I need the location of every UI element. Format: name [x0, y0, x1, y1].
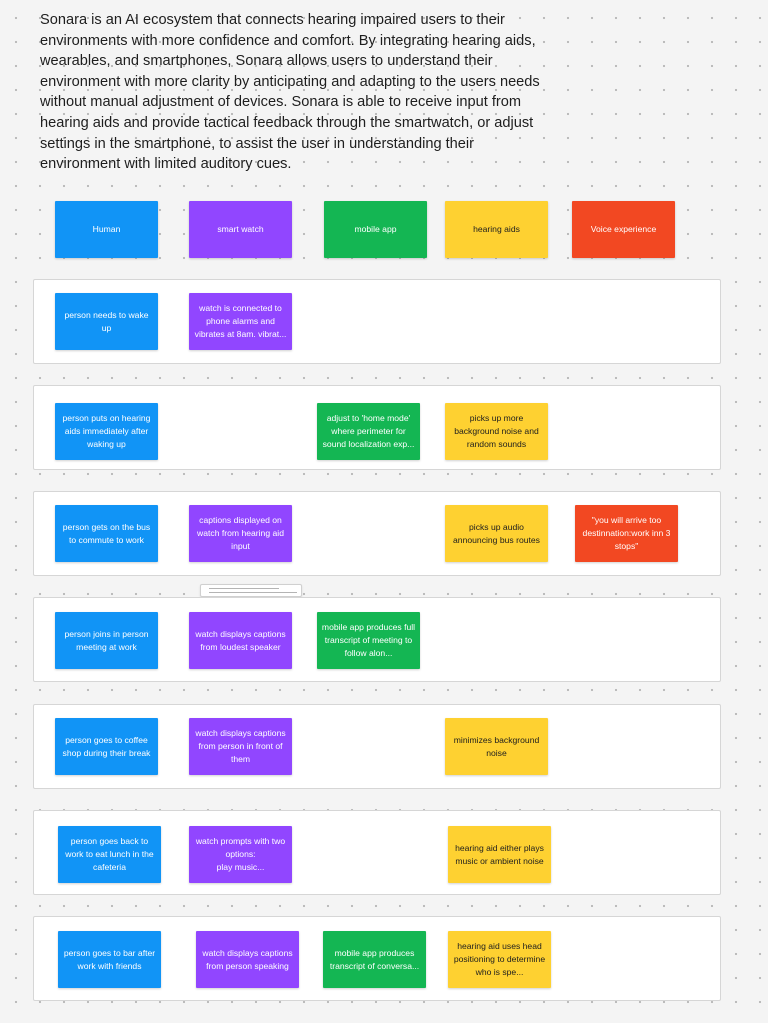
sticky-human[interactable]: person goes to coffee shop during their … — [55, 718, 158, 775]
header-human[interactable]: Human — [55, 201, 158, 258]
sticky-mobile-app[interactable]: adjust to 'home mode' where perimeter fo… — [317, 403, 420, 460]
sticky-hearing-aids[interactable]: minimizes background noise — [445, 718, 548, 775]
header-mobile-app[interactable]: mobile app — [324, 201, 427, 258]
sticky-hearing-aids[interactable]: picks up more background noise and rando… — [445, 403, 548, 460]
sticky-hearing-aids[interactable]: hearing aid uses head positioning to det… — [448, 931, 551, 988]
sticky-human[interactable]: person goes back to work to eat lunch in… — [58, 826, 161, 883]
sticky-human[interactable]: person gets on the bus to commute to wor… — [55, 505, 158, 562]
header-voice-experience[interactable]: Voice experience — [572, 201, 675, 258]
column-header-row: Human smart watch mobile app hearing aid… — [0, 0, 768, 260]
intro-paragraph: Sonara is an AI ecosystem that connects … — [40, 12, 540, 173]
link-preview-card[interactable] — [200, 584, 302, 597]
sticky-smart-watch[interactable]: watch displays captions from person in f… — [189, 718, 292, 775]
sticky-smart-watch[interactable]: watch is connected to phone alarms and v… — [189, 293, 292, 350]
header-hearing-aids[interactable]: hearing aids — [445, 201, 548, 258]
sticky-human[interactable]: person needs to wake up — [55, 293, 158, 350]
sticky-mobile-app[interactable]: mobile app produces full transcript of m… — [317, 612, 420, 669]
sticky-hearing-aids[interactable]: picks up audio announcing bus routes — [445, 505, 548, 562]
sticky-human[interactable]: person puts on hearing aids immediately … — [55, 403, 158, 460]
sticky-smart-watch[interactable]: watch displays captions from person spea… — [196, 931, 299, 988]
sticky-human[interactable]: person goes to bar after work with frien… — [58, 931, 161, 988]
sticky-hearing-aids[interactable]: hearing aid either plays music or ambien… — [448, 826, 551, 883]
sticky-voice-experience[interactable]: "you will arrive too destinnation:work i… — [575, 505, 678, 562]
sticky-human[interactable]: person joins in person meeting at work — [55, 612, 158, 669]
sticky-smart-watch[interactable]: watch displays captions from loudest spe… — [189, 612, 292, 669]
sticky-mobile-app[interactable]: mobile app produces transcript of conver… — [323, 931, 426, 988]
header-smart-watch[interactable]: smart watch — [189, 201, 292, 258]
sticky-smart-watch[interactable]: captions displayed on watch from hearing… — [189, 505, 292, 562]
sticky-smart-watch[interactable]: watch prompts with two options: play mus… — [189, 826, 292, 883]
